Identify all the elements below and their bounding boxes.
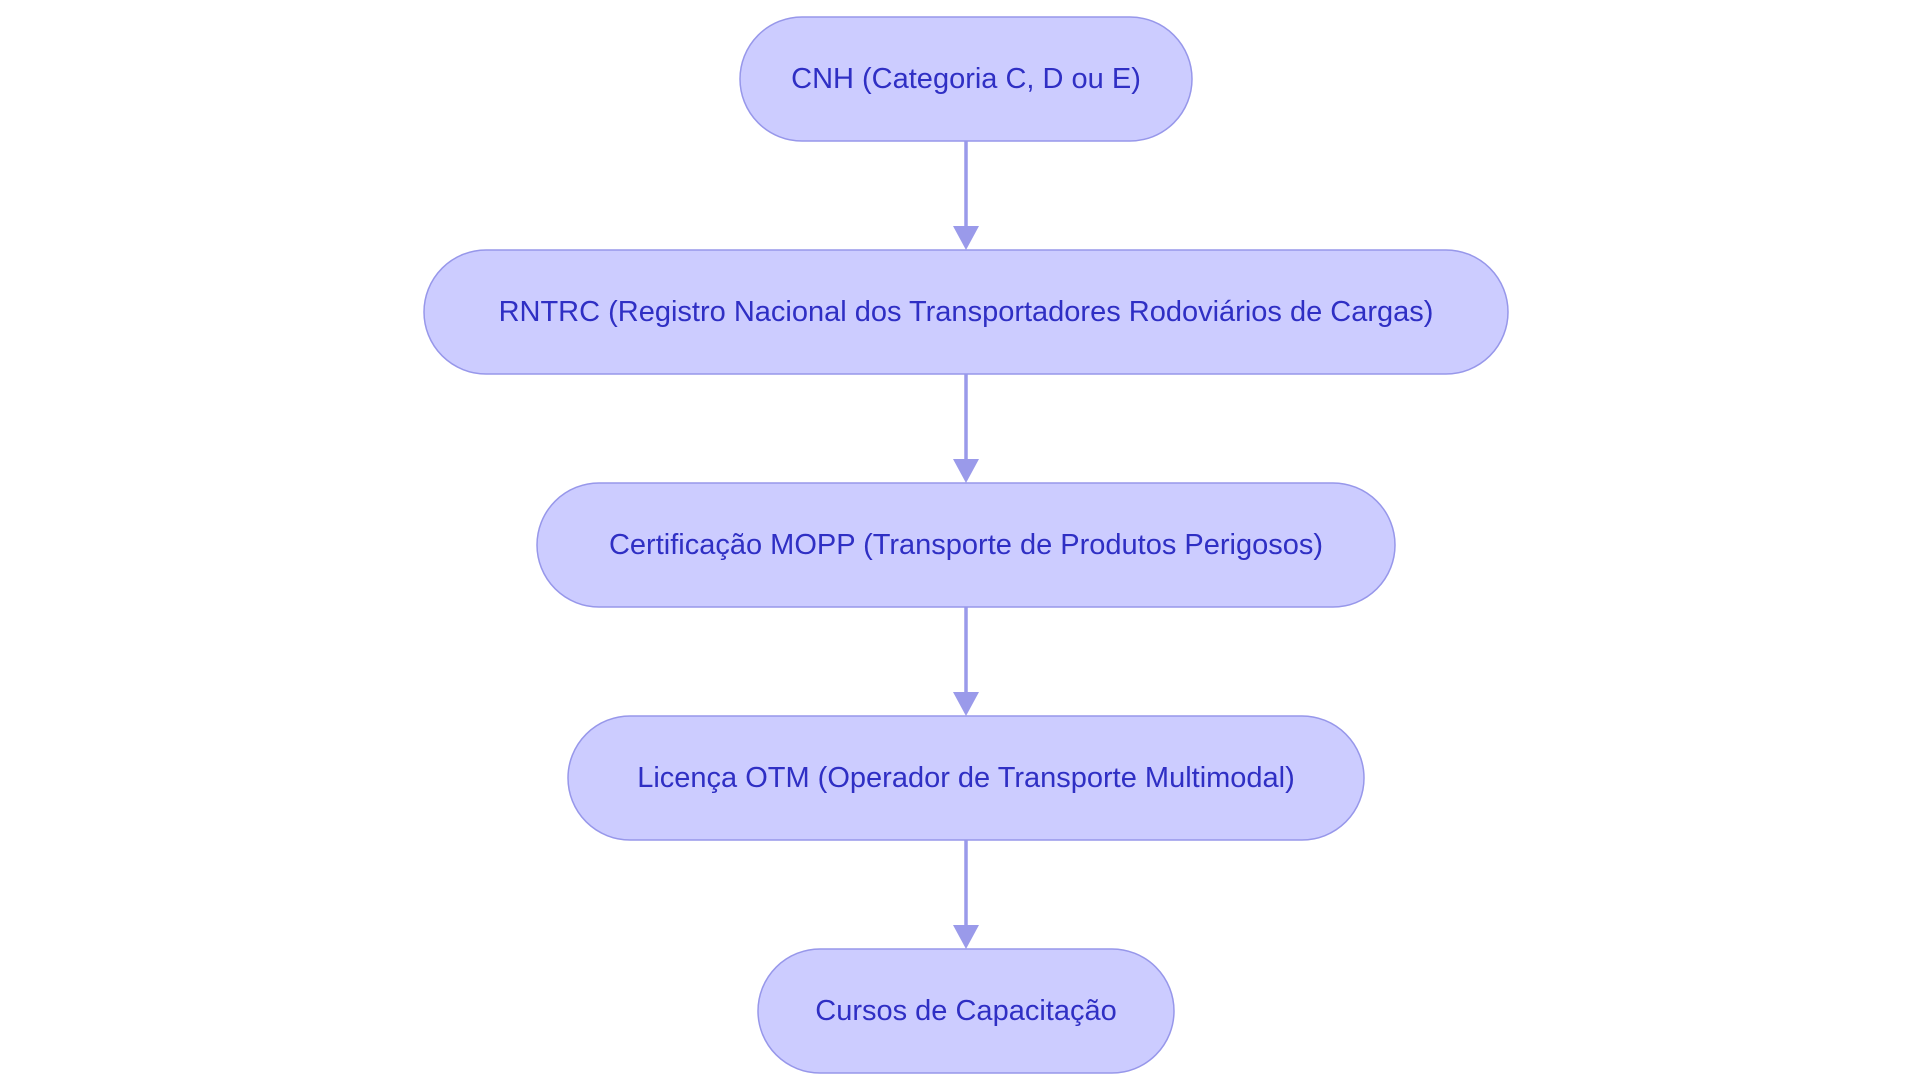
arrowhead-icon	[953, 925, 979, 949]
edge-cnh-to-rntrc	[953, 141, 979, 250]
edge-rntrc-to-mopp	[953, 374, 979, 483]
edges-layer	[953, 141, 979, 949]
node-label: CNH (Categoria C, D ou E)	[791, 63, 1141, 95]
node-shape	[739, 16, 1193, 142]
node-label: Licença OTM (Operador de Transporte Mult…	[637, 762, 1295, 794]
node-cursos: Cursos de Capacitação	[757, 948, 1175, 1074]
nodes-layer: CNH (Categoria C, D ou E) RNTRC (Registro…	[423, 16, 1509, 1074]
node-otm: Licença OTM (Operador de Transporte Mult…	[567, 715, 1365, 841]
node-shape	[423, 249, 1509, 375]
node-shape	[757, 948, 1175, 1074]
node-label: Cursos de Capacitação	[815, 995, 1116, 1027]
edge-otm-to-cursos	[953, 840, 979, 949]
node-shape	[536, 482, 1396, 608]
arrowhead-icon	[953, 459, 979, 483]
node-rntrc: RNTRC (Registro Nacional dos Transportad…	[423, 249, 1509, 375]
arrowhead-icon	[953, 692, 979, 716]
node-cnh: CNH (Categoria C, D ou E)	[739, 16, 1193, 142]
node-mopp: Certificação MOPP (Transporte de Produto…	[536, 482, 1396, 608]
edge-mopp-to-otm	[953, 607, 979, 716]
arrowhead-icon	[953, 226, 979, 250]
node-label: RNTRC (Registro Nacional dos Transportad…	[499, 296, 1434, 328]
node-label: Certificação MOPP (Transporte de Produto…	[609, 529, 1323, 561]
node-shape	[567, 715, 1365, 841]
